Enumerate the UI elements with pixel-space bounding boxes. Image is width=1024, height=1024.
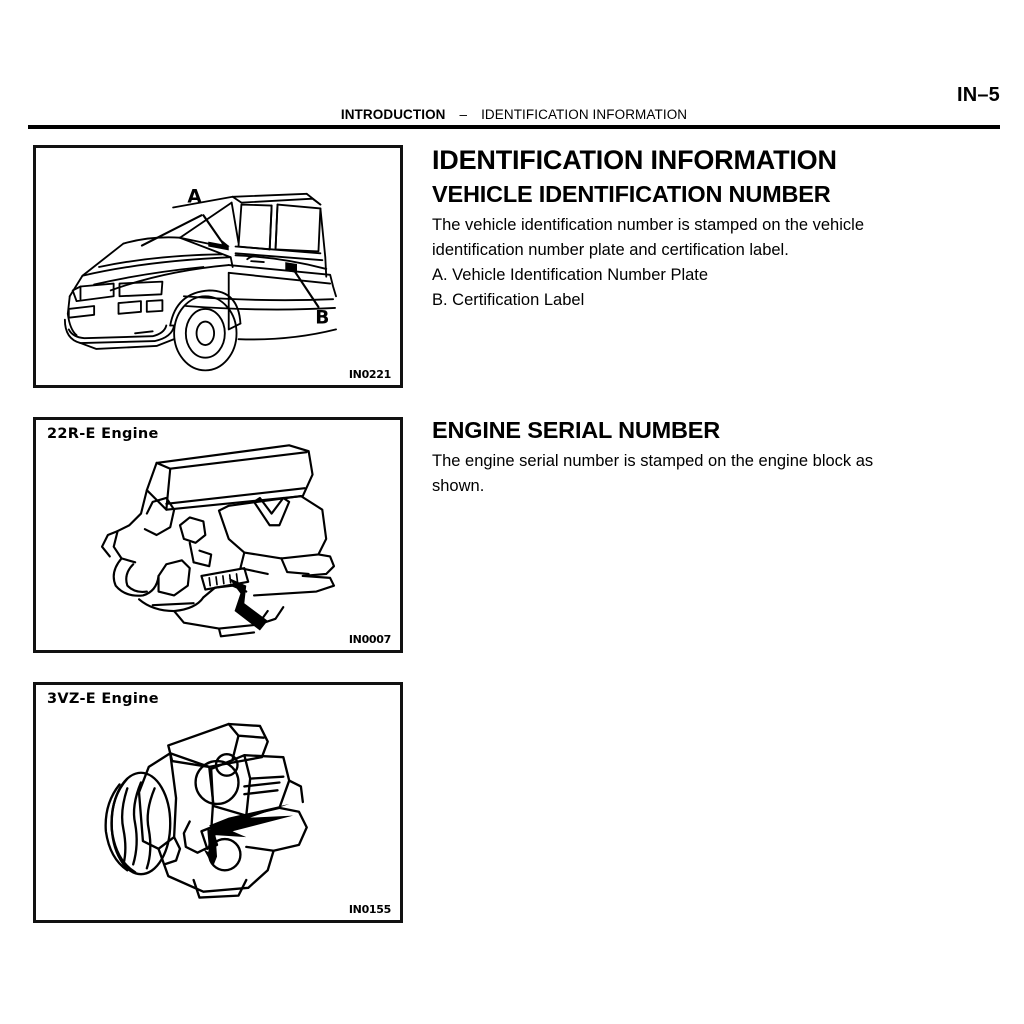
engine-section-heading: ENGINE SERIAL NUMBER bbox=[432, 417, 721, 443]
figure-vehicle-identification-locations: A B IN0221 bbox=[33, 145, 403, 388]
running-head-section: IDENTIFICATION INFORMATION bbox=[481, 107, 688, 122]
engine-3vze-line-drawing bbox=[104, 722, 308, 899]
engine-paragraph-line: shown. bbox=[432, 477, 485, 496]
figure-caption: 3VZ-E Engine bbox=[47, 691, 159, 707]
engine-22re-line-drawing bbox=[100, 444, 336, 638]
engine-serial-number-section: ENGINE SERIAL NUMBER The engine serial n… bbox=[432, 417, 1000, 499]
header-divider-rule bbox=[28, 125, 1000, 129]
figure-3vz-e-engine-serial-location: 3VZ-E Engine IN0155 bbox=[33, 682, 403, 923]
running-head: INTRODUCTION–IDENTIFICATION INFORMATION bbox=[28, 107, 1000, 122]
callout-label-a: A bbox=[187, 187, 202, 208]
running-head-separator: – bbox=[459, 107, 468, 122]
figure-22r-e-engine-serial-location: 22R-E Engine IN0007 bbox=[33, 417, 403, 653]
identification-information-section: IDENTIFICATION INFORMATION VEHICLE IDENT… bbox=[432, 145, 1000, 314]
vin-item-b: B. Certification Label bbox=[432, 291, 585, 310]
page-title: IDENTIFICATION INFORMATION bbox=[432, 145, 837, 175]
figure-id-code: IN0155 bbox=[348, 903, 391, 916]
truck-line-drawing: A B bbox=[63, 187, 337, 372]
page-number: IN–5 bbox=[956, 84, 1000, 106]
vin-paragraph-line: identification number plate and certific… bbox=[432, 241, 789, 260]
callout-label-b: B bbox=[315, 308, 329, 329]
vin-paragraph-line: The vehicle identification number is sta… bbox=[432, 216, 864, 235]
vin-item-a: A. Vehicle Identification Number Plate bbox=[432, 266, 709, 285]
vin-section-heading: VEHICLE IDENTIFICATION NUMBER bbox=[432, 181, 831, 208]
engine-section-paragraph: The engine serial number is stamped on t… bbox=[432, 449, 1000, 499]
figure-id-code: IN0221 bbox=[348, 368, 391, 381]
figure-id-code: IN0007 bbox=[348, 633, 391, 646]
running-head-book: INTRODUCTION bbox=[340, 107, 446, 122]
engine-paragraph-line: The engine serial number is stamped on t… bbox=[432, 452, 874, 471]
figure-caption: 22R-E Engine bbox=[47, 426, 159, 442]
vin-section-paragraph: The vehicle identification number is sta… bbox=[432, 213, 1000, 313]
